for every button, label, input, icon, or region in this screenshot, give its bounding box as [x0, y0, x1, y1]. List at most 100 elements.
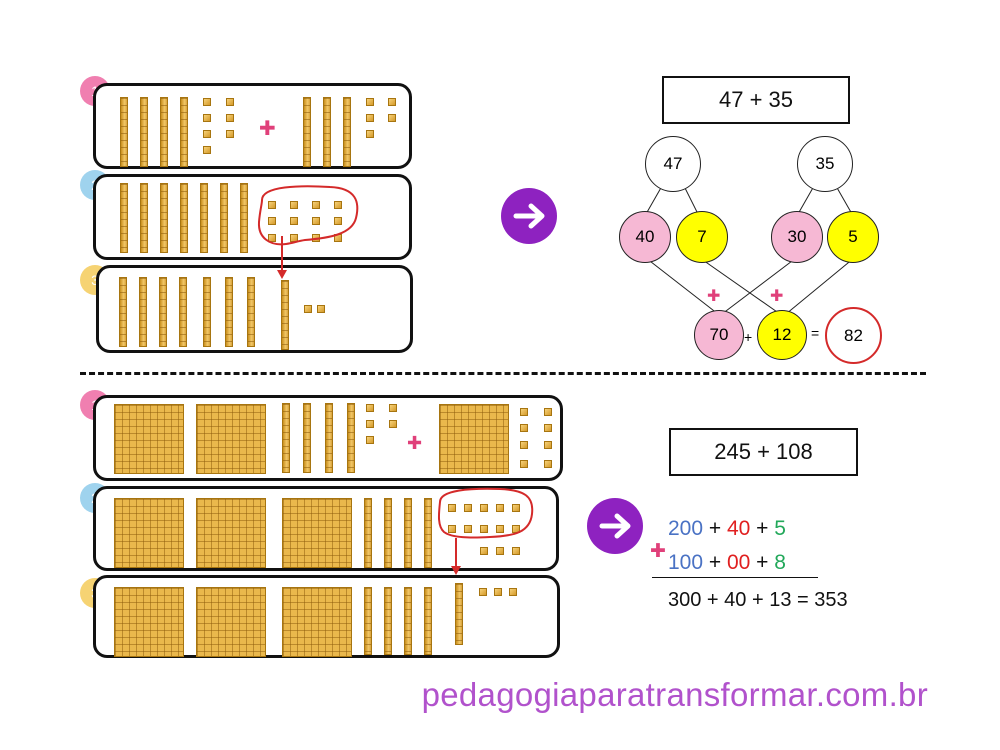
plus-text: +: [750, 551, 775, 574]
step-3-panel: [96, 265, 413, 353]
down-arrow-head: [451, 566, 461, 575]
sum-tens-circle: 70: [694, 310, 744, 360]
ten-rod: [203, 277, 211, 347]
addend-row-1: 200 + 40 + 5: [668, 517, 786, 541]
ten-rod: [282, 403, 290, 473]
unit-cube: [268, 201, 276, 209]
unit-cube: [509, 588, 517, 596]
step-1-panel-bottom: ✚: [93, 395, 563, 481]
unit-cube: [520, 441, 528, 449]
unit-cube: [304, 305, 312, 313]
plus-text: +: [703, 517, 727, 540]
ten-rod: [364, 498, 372, 568]
down-arrow-head: [277, 270, 287, 279]
ten-rod: [325, 403, 333, 473]
ten-rod: [160, 183, 168, 253]
ten-rod: [159, 277, 167, 347]
unit-cube: [479, 588, 487, 596]
ten-rod: [120, 97, 128, 167]
ten-rod: [140, 183, 148, 253]
hundred-flat: [114, 498, 184, 568]
unit-cube: [203, 146, 211, 154]
unit-cube: [496, 525, 504, 533]
tens-part: 00: [726, 551, 751, 574]
unit-cube: [290, 201, 298, 209]
unit-cube: [312, 217, 320, 225]
hundred-flat: [196, 404, 266, 474]
unit-cube: [496, 547, 504, 555]
unit-cube: [334, 201, 342, 209]
unit-cube: [226, 98, 234, 106]
unit-cube: [312, 201, 320, 209]
unit-cube: [366, 130, 374, 138]
hundred-flat: [114, 404, 184, 474]
unit-cube: [226, 130, 234, 138]
ten-rod: [364, 587, 372, 655]
top-expression-box: 47 + 35: [662, 76, 850, 124]
ten-rod: [180, 183, 188, 253]
unit-cube: [480, 525, 488, 533]
unit-cube: [480, 504, 488, 512]
ten-rod: [323, 97, 331, 167]
ten-rod: [343, 97, 351, 167]
small-plus-sign: +: [744, 329, 753, 345]
unit-cube: [448, 504, 456, 512]
arrow-glyph: [599, 513, 631, 539]
unit-cube: [494, 588, 502, 596]
ten-rod: [424, 498, 432, 568]
unit-cube: [512, 547, 520, 555]
ten-rod: [240, 183, 248, 253]
unit-cube: [512, 504, 520, 512]
plus-icon: ✚: [770, 286, 784, 305]
ten-rod: [139, 277, 147, 347]
section-divider: [80, 372, 926, 375]
unit-cube: [203, 114, 211, 122]
unit-cube: [366, 98, 374, 106]
unit-cube: [520, 408, 528, 416]
unit-cube: [317, 305, 325, 313]
unit-cube: [203, 130, 211, 138]
unit-cube: [520, 460, 528, 468]
ten-rod: [404, 587, 412, 655]
hundred-flat: [282, 498, 352, 568]
ten-rod: [179, 277, 187, 347]
unit-cube: [366, 420, 374, 428]
hundred-flat: [282, 587, 352, 657]
ones-circle-5: 5: [827, 211, 879, 263]
hundred-flat: [114, 587, 184, 657]
plus-icon: ✚: [259, 116, 276, 140]
bottom-expression-box: 245 + 108: [669, 428, 858, 476]
unit-cube: [226, 114, 234, 122]
ten-rod: [120, 183, 128, 253]
ten-rod: [384, 498, 392, 568]
ten-rod: [200, 183, 208, 253]
plus-text: +: [703, 551, 727, 574]
unit-cube: [388, 98, 396, 106]
unit-cube: [544, 424, 552, 432]
hundred-flat: [196, 587, 266, 657]
ten-rod: [404, 498, 412, 568]
ten-rod: [180, 97, 188, 167]
unit-cube: [389, 420, 397, 428]
tens-part: 40: [726, 517, 751, 540]
hundreds-part: 100: [668, 551, 704, 574]
sum-ones-circle: 12: [757, 310, 807, 360]
plus-icon: ✚: [650, 540, 666, 562]
unit-cube: [334, 217, 342, 225]
right-arrow-icon: [501, 188, 557, 244]
regrouped-ten-rod: [281, 280, 289, 350]
unit-cube: [544, 460, 552, 468]
addend-row-2: 100 + 00 + 8: [668, 551, 786, 575]
site-url: pedagogiaparatransformar.com.br: [421, 676, 928, 713]
number-circle-47: 47: [645, 136, 701, 192]
unit-cube: [290, 217, 298, 225]
tens-circle-40: 40: [619, 211, 671, 263]
unit-cube: [268, 217, 276, 225]
unit-cube: [203, 98, 211, 106]
ten-rod: [140, 97, 148, 167]
ten-rod: [303, 403, 311, 473]
right-arrow-icon: [587, 498, 643, 554]
unit-cube: [464, 525, 472, 533]
